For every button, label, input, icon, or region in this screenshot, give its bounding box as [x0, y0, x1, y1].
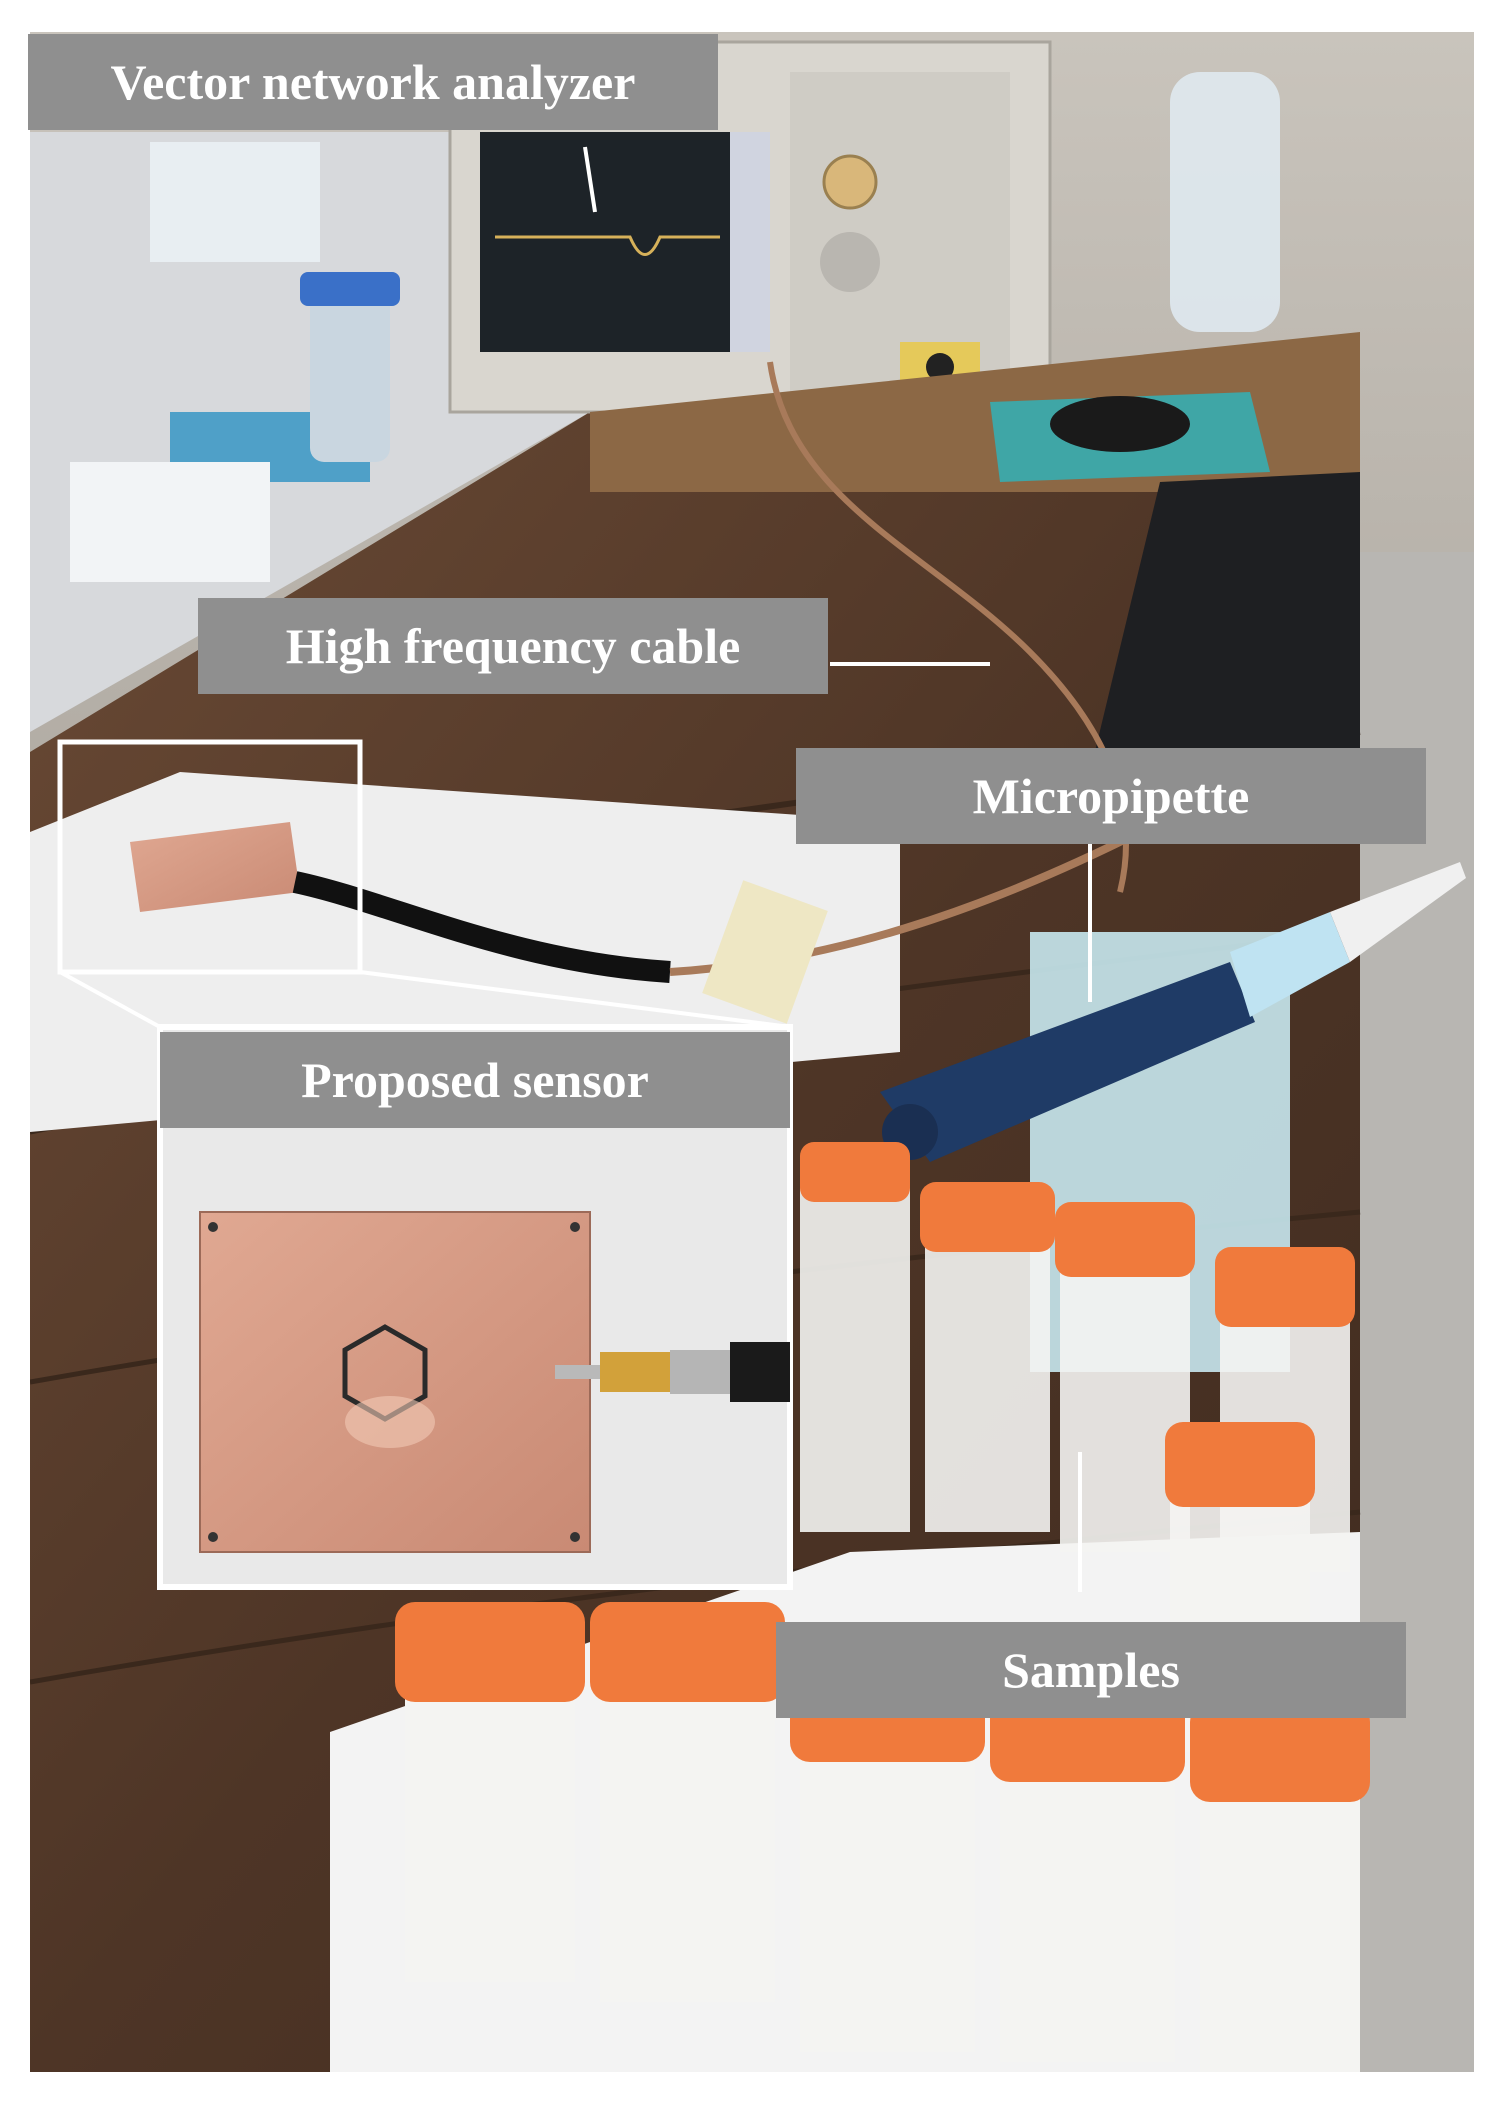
bottle [310, 292, 390, 462]
label-micropipette: Micropipette [796, 748, 1426, 844]
label-proposed-sensor: Proposed sensor [160, 1032, 790, 1128]
water-bottle [1170, 72, 1280, 332]
bottle-cap [300, 272, 400, 306]
tape [702, 880, 828, 1024]
sensor-highlight-box [57, 739, 363, 975]
bench-box [150, 142, 320, 262]
zoom-line-right [359, 970, 791, 1029]
label-vector-network-analyzer: Vector network analyzer [28, 34, 718, 130]
mouse [1050, 396, 1190, 452]
zoom-line-left [59, 970, 161, 1029]
sensor-cable [292, 871, 671, 983]
sensor-board-small [130, 822, 300, 912]
label-high-frequency-cable: High frequency cable [198, 598, 828, 694]
label-samples: Samples [776, 1622, 1406, 1718]
bench-box-2 [70, 462, 270, 582]
vna-instrument [448, 40, 1052, 414]
keyboard [1090, 472, 1360, 772]
vna-pointer [583, 146, 597, 213]
